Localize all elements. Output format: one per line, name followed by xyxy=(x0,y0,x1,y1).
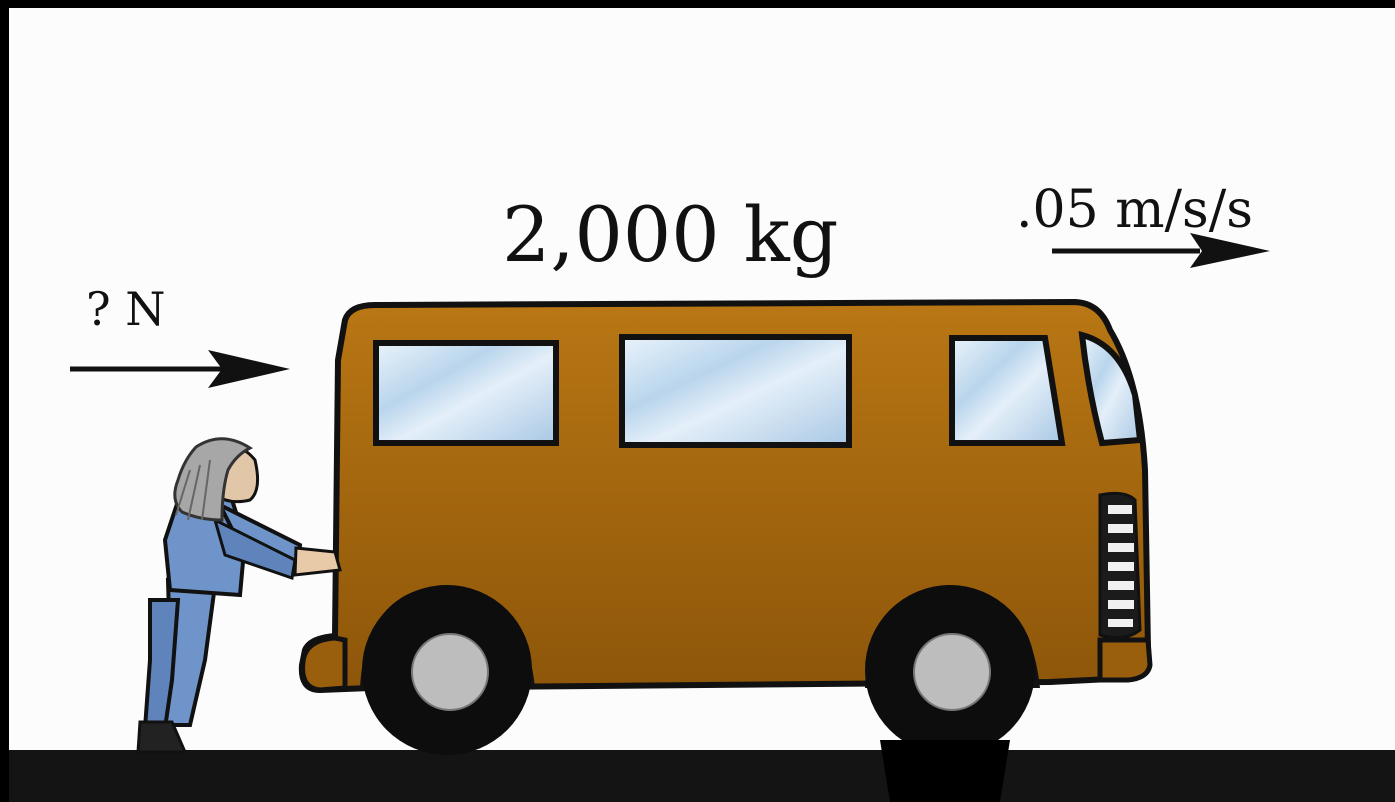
force-label: ? N xyxy=(86,282,166,336)
rear-wheel xyxy=(362,585,532,755)
grille xyxy=(1098,491,1142,640)
force-arrow-icon xyxy=(70,350,290,388)
acceleration-label: .05 m/s/s xyxy=(1016,180,1253,240)
acceleration-arrow-icon xyxy=(1052,233,1270,268)
mass-label: 2,000 kg xyxy=(502,190,839,279)
front-wheel xyxy=(865,585,1035,755)
van-illustration xyxy=(298,299,1153,802)
ground xyxy=(9,750,1395,802)
person-illustration xyxy=(136,437,342,754)
